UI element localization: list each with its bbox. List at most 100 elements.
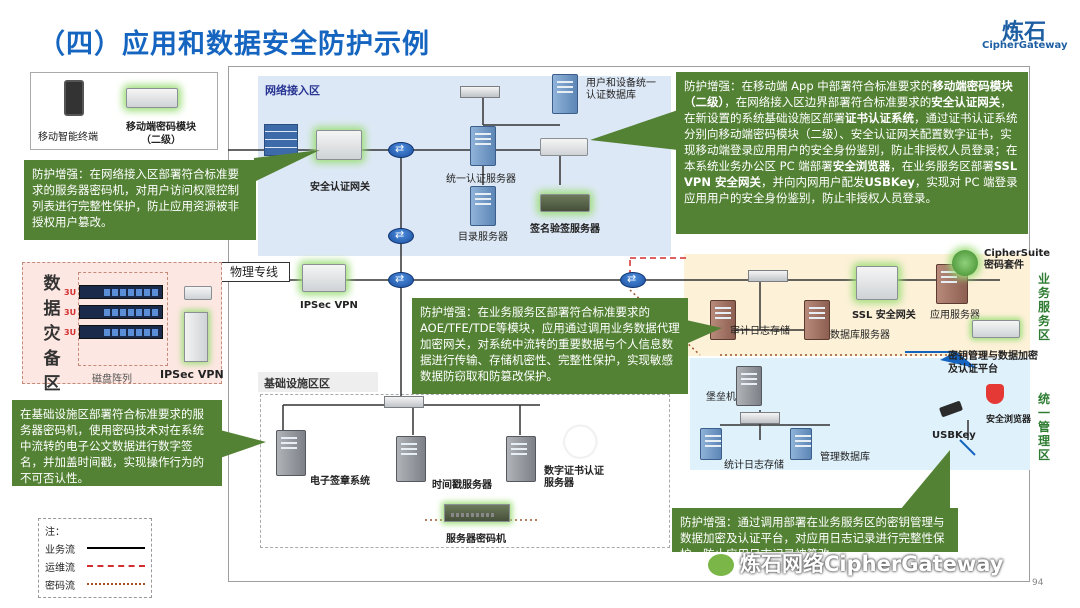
watermark-text: 炼石网络CipherGateway [740,552,1004,576]
zone-management-title: 统一管理区 [1038,392,1051,462]
usbkey-label: USBKey [932,430,976,441]
unified-log-icon [700,428,722,460]
note-mobile-bold-1: 移动端密码模块（二级） [684,79,1013,109]
legend-title: 注： [45,527,65,538]
zone-disaster-title: 数据灾备区 [43,274,61,394]
auth-server-label: 统一认证服务器 [446,174,516,185]
leased-line-label: 物理专线 [218,262,290,282]
router-mid-icon [388,228,414,244]
esign-system-label: 电子签章系统 [310,476,370,487]
note-mobile-text-5: ，在业务服务区部署 [890,159,994,173]
user-db-icon [552,74,578,114]
app-server-label: 应用服务器 [930,310,980,321]
rack-label-2: 3U [64,308,77,317]
note-mobile-bold-5: SSL VPN 安全网关 [684,159,1018,189]
ssl-gateway-label: SSL 安全网关 [852,310,916,321]
auth-gateway-label: 安全认证网关 [310,182,370,193]
net-appliance-icon [540,138,588,156]
note-mobile-text-1: 防护增强：在移动端 App 中部署符合标准要求的 [684,79,933,93]
infra-switch-icon [384,396,424,408]
legend: 注： 业务流 运维流 密码流 [38,518,152,598]
note-mgmt: 防护增强：通过调用部署在业务服务区的密钥管理与数据加密及认证平台，对应用日志记录… [672,508,958,552]
router-net-icon [388,142,414,158]
timestamp-server-icon [396,436,426,482]
brand-logo-text: CipherGateway [982,40,1068,51]
router-biz-icon [620,272,646,288]
note-infra: 在基础设施区部署符合标准要求的服务器密码机，使用密码技术对在系统中流转的电子公文… [12,400,222,486]
auth-gateway-icon [316,130,362,160]
legend-item-business: 业务流 [45,545,75,556]
bastion-label: 堡垒机 [706,392,736,403]
audit-log-server-icon [710,300,736,340]
net-switch-top-icon [460,86,500,98]
dr-switch-icon [184,286,212,300]
disk-rack-2: 3U [64,305,163,319]
note-mobile-arrow [590,110,678,150]
note-network: 防护增强：在网络接入区部署符合标准要求的服务器密码机，对用户访问权限控制列表进行… [24,160,256,240]
wechat-icon [706,552,736,578]
mobile-terminal-label: 移动智能终端 [38,132,98,143]
cert-server-label: 数字证书认证服务器 [544,466,604,489]
note-mobile-text-3: ，在新设置的系统基础设施区部署 [684,95,1012,125]
timestamp-server-label: 时间戳服务器 [432,480,492,491]
ipsec-vpn-dr-label: IPSec VPN [160,368,224,381]
zone-network-access [258,76,671,256]
note-mobile-bold-6: USBKey [864,175,915,189]
kms-platform-label: 密钥管理与数据加密及认证平台 [948,351,1038,375]
audit-log-label: 审计日志存储 [730,326,790,337]
cert-server-icon [506,436,536,482]
note-mobile-bold-2: 安全认证网关 [931,95,1001,109]
mobile-crypto-module-icon [126,88,178,108]
mgmt-db-label: 管理数据库 [820,452,870,463]
unified-log-label: 统计日志存储 [724,460,784,471]
legend-item-ops: 运维流 [45,563,75,574]
disk-rack-1: 3U [64,285,163,299]
ssl-gateway-icon [856,266,898,300]
zone-network-access-title: 网络接入区 [265,84,320,97]
sign-verify-server-label: 签名验签服务器 [530,224,600,235]
page-title: （四）应用和数据安全防护示例 [38,29,430,60]
db-server-label: 数据库服务器 [830,330,890,341]
note-infra-arrow [220,430,266,458]
note-business-arrow [686,320,722,344]
server-crypto-label: 服务器密码机 [446,534,506,545]
legend-line-ops [87,565,145,567]
db-server-icon [804,300,830,340]
disk-array-area: 3U 3U 3U [64,272,168,366]
note-mobile-text-7: ，实现对 PC 端登录应用用户的安全身份鉴别，防止非授权人员登录。 [684,175,1018,205]
user-db-label: 用户和设备统一认证数据库 [586,78,656,101]
legend-item-crypto: 密码流 [45,581,75,592]
shield-icon [986,384,1004,404]
bastion-icon [736,366,762,406]
directory-server-icon [470,186,496,226]
directory-server-label: 目录服务器 [458,232,508,243]
legend-line-business [87,547,145,549]
page-number: 94 [1032,578,1044,588]
legend-line-crypto [87,583,145,585]
note-business: 防护增强：在业务服务区部署符合标准要求的AOE/TFE/TDE等模块，应用通过调… [412,298,688,394]
ciphersuite-label: CipherSuite 密码套件 [984,248,1051,271]
disk-rack-3: 3U [64,325,163,339]
rack-label-3: 3U [64,328,77,337]
mobile-crypto-module-label: 移动端密码模块（二级） [126,122,196,146]
ipsec-vpn-dr-icon [184,312,208,362]
mobile-terminal-box [30,72,218,150]
note-mgmt-arrow [900,450,950,510]
note-mobile-bold-4: 安全浏览器 [832,159,891,173]
zone-infrastructure-title: 基础设施区区 [258,372,378,392]
note-mobile: 防护增强：在移动端 App 中部署符合标准要求的移动端密码模块（二级），在网络接… [676,72,1028,234]
mgmt-switch-icon [740,412,780,424]
ciphersuite-icon [952,250,978,276]
zone-infrastructure [260,394,670,548]
server-crypto-icon [444,504,510,522]
biz-switch-icon [748,270,788,282]
zone-business-title: 业务服务区 [1038,272,1051,342]
brand-logo: 炼石 [1002,20,1047,45]
esign-system-icon [276,430,306,476]
firewall-icon [264,124,298,156]
note-mobile-bold-3: 证书认证系统 [845,111,914,125]
ipsec-vpn-center-icon [302,264,346,292]
sign-verify-server-icon [540,194,590,212]
router-core-icon [388,272,414,288]
